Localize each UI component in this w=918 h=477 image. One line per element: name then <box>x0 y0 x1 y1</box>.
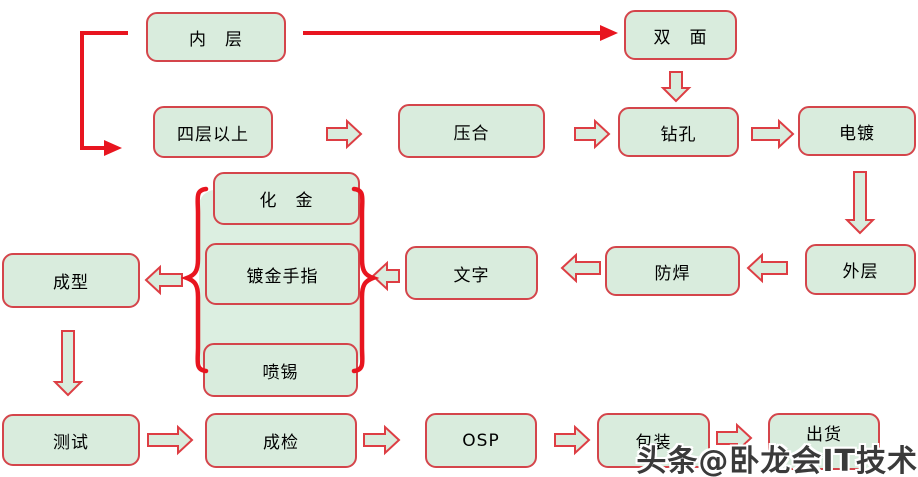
arrow-soldermask-to-silkscreen <box>560 252 601 284</box>
node-solder-mask: 防焊 <box>605 246 740 296</box>
watermark-text: 头条@卧龙会IT技术 <box>636 444 918 477</box>
arrow-testing-to-inspection <box>147 424 194 456</box>
arrow-osp-to-packaging <box>554 424 591 456</box>
node-final-inspection: 成检 <box>205 413 357 468</box>
arrowhead-inner-to-double <box>600 25 618 41</box>
arrow-plating-to-outer <box>844 171 876 235</box>
arrow-drilling-to-plating <box>751 118 795 150</box>
node-hasl-tin-spray: 喷锡 <box>203 343 358 397</box>
arrowhead-inner-to-four-layers <box>104 140 122 156</box>
node-outer-layer: 外层 <box>805 244 916 295</box>
arrow-inspection-to-osp <box>363 424 401 456</box>
arrow-double-to-drilling <box>660 71 692 103</box>
node-lamination: 压合 <box>398 104 545 158</box>
node-enig-gold: 化 金 <box>213 172 360 225</box>
node-inner-layer: 内 层 <box>146 12 286 62</box>
node-four-plus-layers: 四层以上 <box>153 106 273 158</box>
arrow-lamination-to-drilling <box>574 118 611 150</box>
node-forming: 成型 <box>2 253 140 308</box>
node-drilling: 钻孔 <box>618 107 739 157</box>
node-gold-fingers: 镀金手指 <box>205 243 360 305</box>
arrow-outer-to-soldermask <box>746 252 788 284</box>
node-double-sided: 双 面 <box>624 10 737 60</box>
arrow-forming-to-testing <box>52 330 84 397</box>
arrow-inner-to-four-layers <box>80 31 128 150</box>
node-testing: 测试 <box>2 414 140 466</box>
node-plating: 电镀 <box>798 106 916 156</box>
arrow-finish-group-to-forming <box>144 264 183 296</box>
node-silkscreen-text: 文字 <box>405 246 538 300</box>
arrow-four-layers-to-lamination <box>326 118 363 150</box>
arrow-silkscreen-to-finish-group <box>371 260 400 292</box>
node-packaging: 包装 <box>597 413 710 468</box>
node-shipping: 出货 <box>768 413 880 470</box>
node-osp: OSP <box>425 413 537 468</box>
